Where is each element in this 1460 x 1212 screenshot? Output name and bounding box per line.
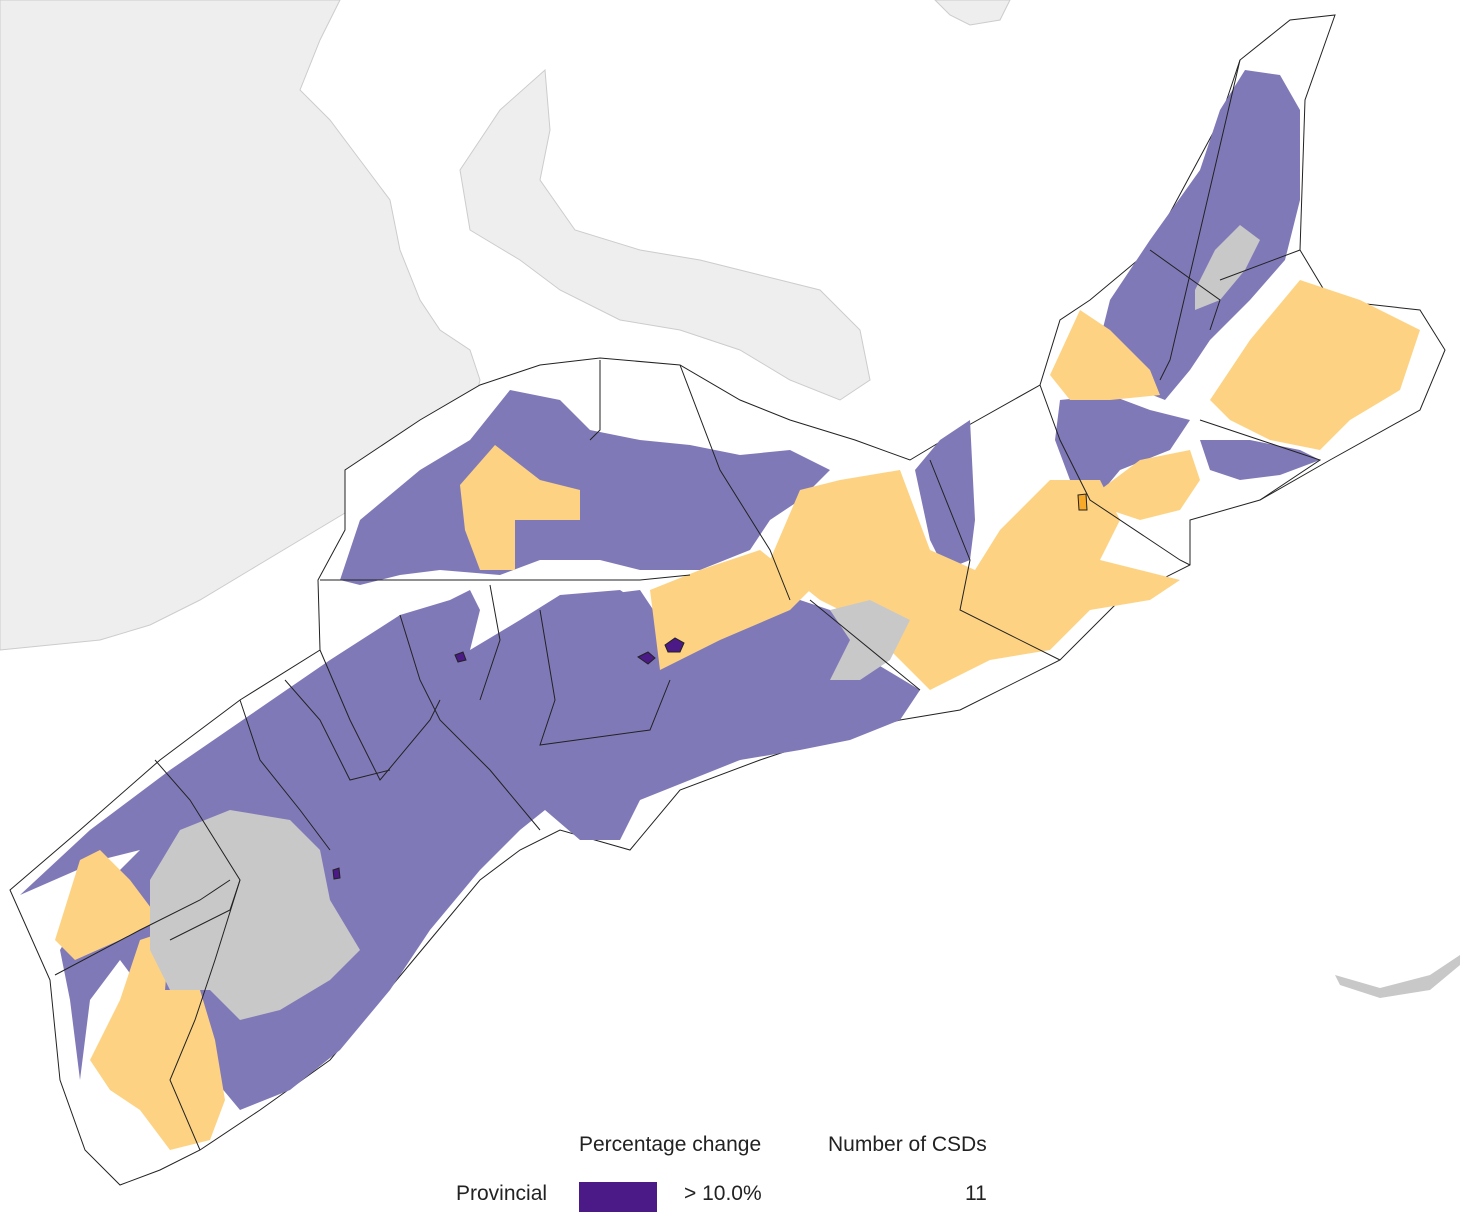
sable-island [1335, 955, 1460, 998]
legend-class-label: > 10.0% [684, 1182, 762, 1205]
region-gain-north-shore [340, 390, 830, 585]
neighbour-land-pei [459, 68, 871, 401]
region-gain-over-10-small-c [332, 867, 341, 880]
region-loss-southwest-digby [55, 850, 160, 960]
region-gain-over-10-small-a [637, 651, 656, 665]
legend-row-label: Provincial [456, 1182, 548, 1205]
region-loss-cape-breton-west [1050, 310, 1160, 400]
region-no-data-southwest-interior [150, 810, 360, 1020]
region-loss-bras-dor [1100, 450, 1200, 520]
region-loss-southwest-yarmouth [90, 930, 225, 1150]
region-gain-cape-breton-central [1055, 395, 1190, 500]
region-loss-cumberland-pocket [460, 445, 580, 570]
legend-swatch-gain-over-10 [579, 1182, 657, 1212]
region-loss-central-corridor [650, 550, 810, 670]
neighbour-land-northeast [934, 0, 1011, 26]
legend-header-percentage-change: Percentage change [579, 1133, 762, 1156]
legend-header-number-of-csds: Number of CSDs [828, 1133, 987, 1156]
region-loss-over-10-small [1077, 493, 1088, 511]
region-loss-cape-breton-east [1210, 280, 1420, 450]
region-gain-over-10-halifax-area [664, 637, 685, 653]
region-gain-over-10-small-b [454, 651, 467, 663]
region-no-data-cobequid [830, 600, 910, 680]
region-gain-central-south [480, 590, 910, 830]
region-gain-eastern-strip [915, 420, 975, 570]
region-gain-cape-breton-north [1100, 70, 1300, 400]
census-division-boundaries [54, 59, 1322, 1151]
legend-class-count: 11 [965, 1182, 987, 1205]
region-loss-eastern-mainland [770, 470, 1180, 690]
region-no-data-cape-breton-highlands [1195, 225, 1260, 310]
